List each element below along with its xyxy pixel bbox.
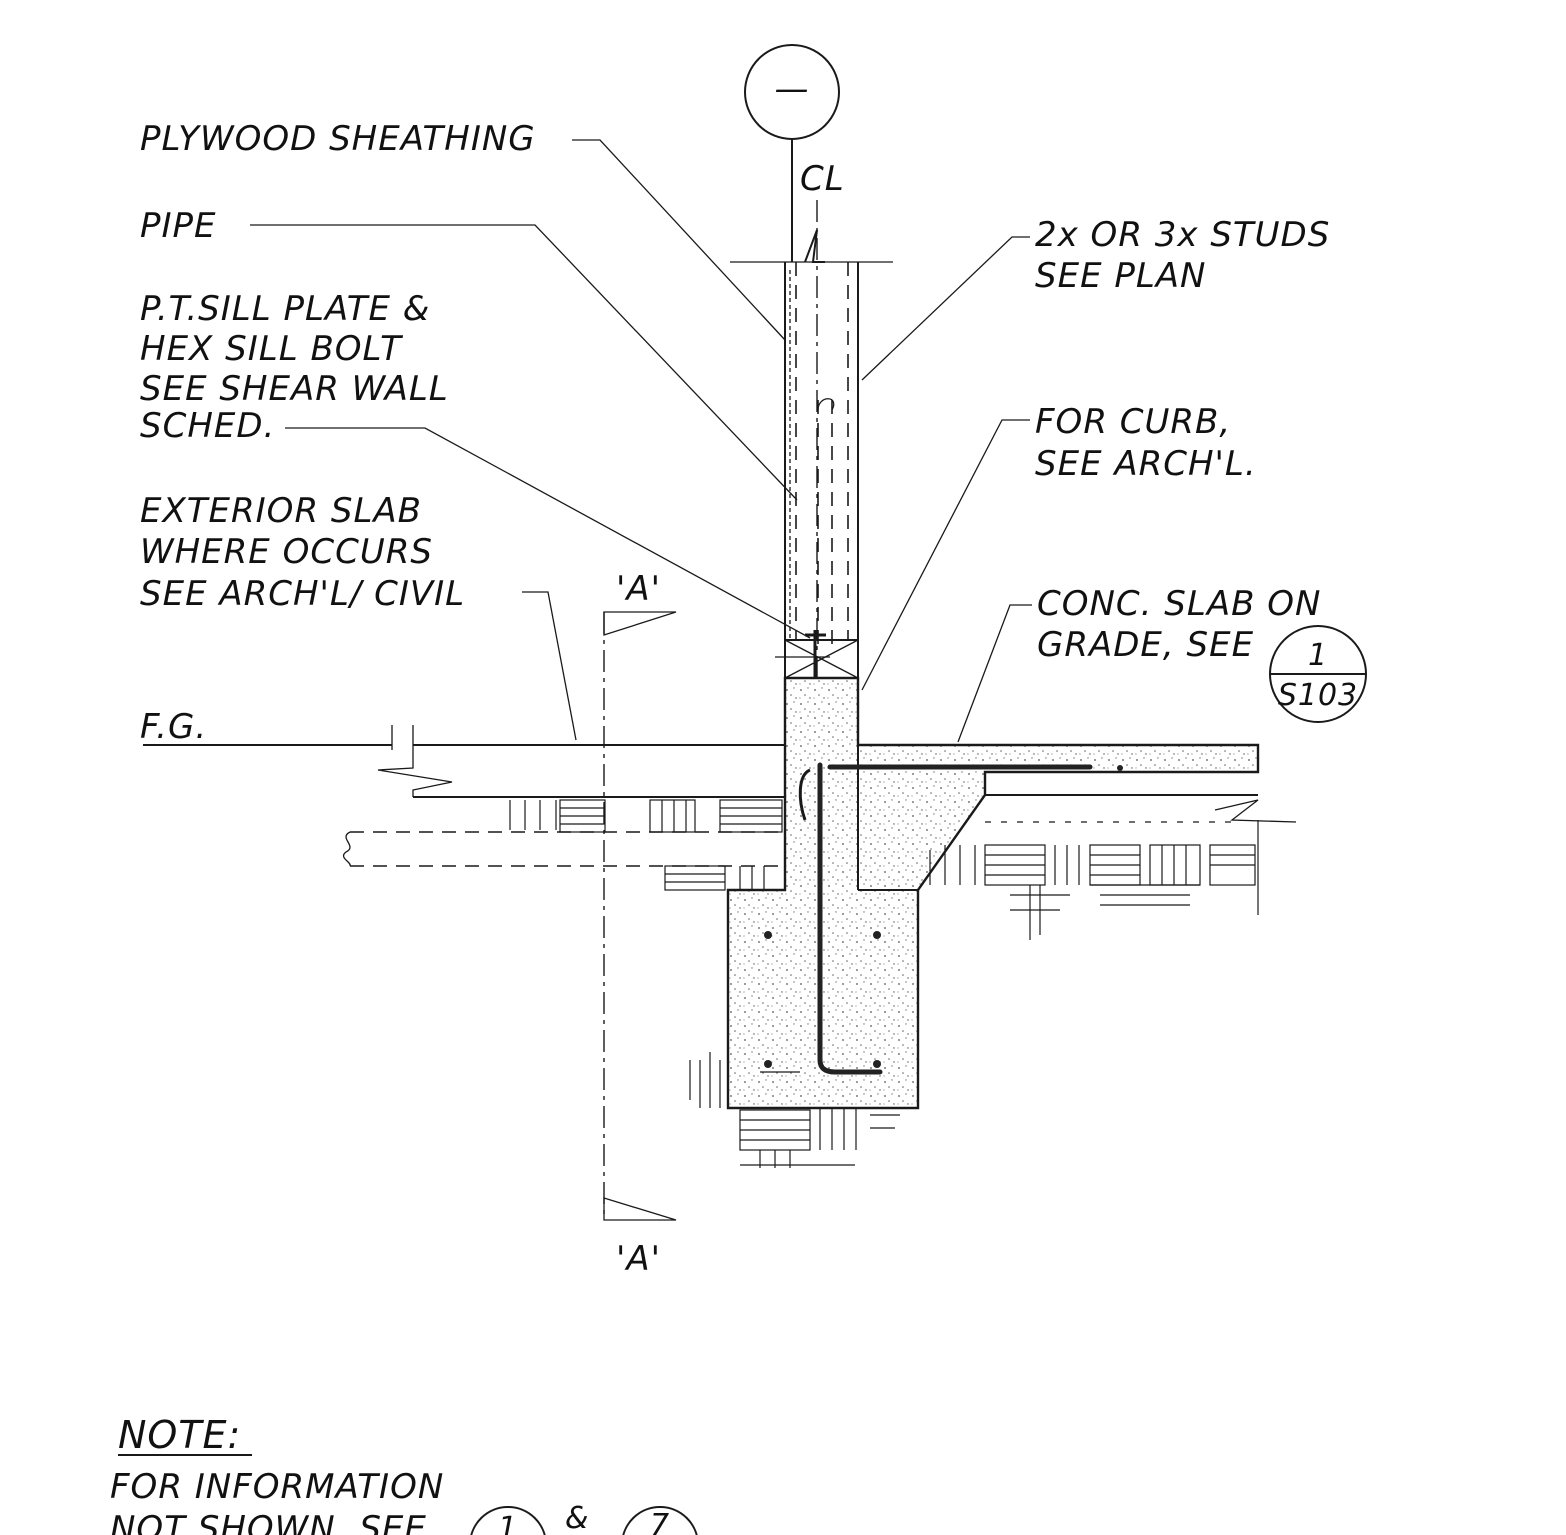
note-callout-1-text: 1 xyxy=(498,1511,518,1535)
concrete-footing-stem xyxy=(726,676,1260,1110)
leader-plywood xyxy=(572,139,786,341)
note-heading: NOTE: xyxy=(118,1413,241,1457)
label-sill-line-1: P.T.SILL PLATE & xyxy=(140,289,430,329)
label-curb-line-2: SEE ARCH'L. xyxy=(1035,444,1257,484)
stud-wall xyxy=(730,261,893,840)
label-sill-line-3: SEE SHEAR WALL xyxy=(140,369,449,409)
label-studs-line-2: SEE PLAN xyxy=(1035,256,1207,296)
label-sill-line-2: HEX SILL BOLT xyxy=(140,329,403,369)
section-cut-a: 'A' 'A' xyxy=(603,569,677,1279)
label-exterior-slab-line-2: WHERE OCCURS xyxy=(140,532,433,572)
label-slab-line-1: CONC. SLAB ON xyxy=(1037,584,1321,624)
leader-exterior-slab xyxy=(522,591,577,741)
note-line-1: FOR INFORMATION xyxy=(110,1467,444,1507)
leader-sill xyxy=(285,427,811,639)
note-ampersand: & xyxy=(565,1501,589,1535)
label-exterior-slab-line-3: SEE ARCH'L/ CIVIL xyxy=(140,574,465,614)
leader-slab xyxy=(957,604,1032,743)
leader-pipe xyxy=(250,224,798,501)
label-slab-line-2: GRADE, SEE xyxy=(1037,625,1254,665)
section-marker-text: — xyxy=(775,69,810,109)
leader-studs xyxy=(861,236,1030,381)
note-line-2: NOT SHOWN, SEE xyxy=(110,1509,427,1535)
note-callout-7-text: 7 xyxy=(650,1508,670,1535)
buried-pipe xyxy=(342,831,785,867)
callout-detail-1-s103[interactable]: 1 S103 xyxy=(1269,625,1367,723)
exterior-slab xyxy=(143,725,785,798)
callout-sheet-number: S103 xyxy=(1278,678,1358,713)
earth-hatch-left xyxy=(509,799,900,1168)
label-pipe: PIPE xyxy=(140,206,217,246)
note-callout-7[interactable]: 7 xyxy=(622,1506,698,1535)
footing-dowel xyxy=(817,762,883,1075)
label-exterior-slab-line-1: EXTERIOR SLAB xyxy=(140,491,422,531)
section-cut-label-top: 'A' xyxy=(616,569,661,609)
label-curb-line-1: FOR CURB, xyxy=(1035,402,1231,442)
centerline: CL xyxy=(800,159,845,700)
note-callout-1[interactable]: 1 xyxy=(470,1506,546,1535)
label-plywood-sheathing: PLYWOOD SHEATHING xyxy=(140,119,536,159)
callout-detail-number: 1 xyxy=(1308,638,1328,673)
section-cut-label-bottom: 'A' xyxy=(616,1239,661,1279)
leader-curb xyxy=(861,419,1030,691)
earth-hatch-right xyxy=(929,820,1259,940)
label-studs-line-1: 2x OR 3x STUDS xyxy=(1035,215,1330,255)
label-finished-grade: F.G. xyxy=(140,707,207,747)
label-sill-line-4: SCHED. xyxy=(140,406,275,446)
centerline-label: CL xyxy=(800,159,845,199)
section-marker: — xyxy=(744,44,840,262)
